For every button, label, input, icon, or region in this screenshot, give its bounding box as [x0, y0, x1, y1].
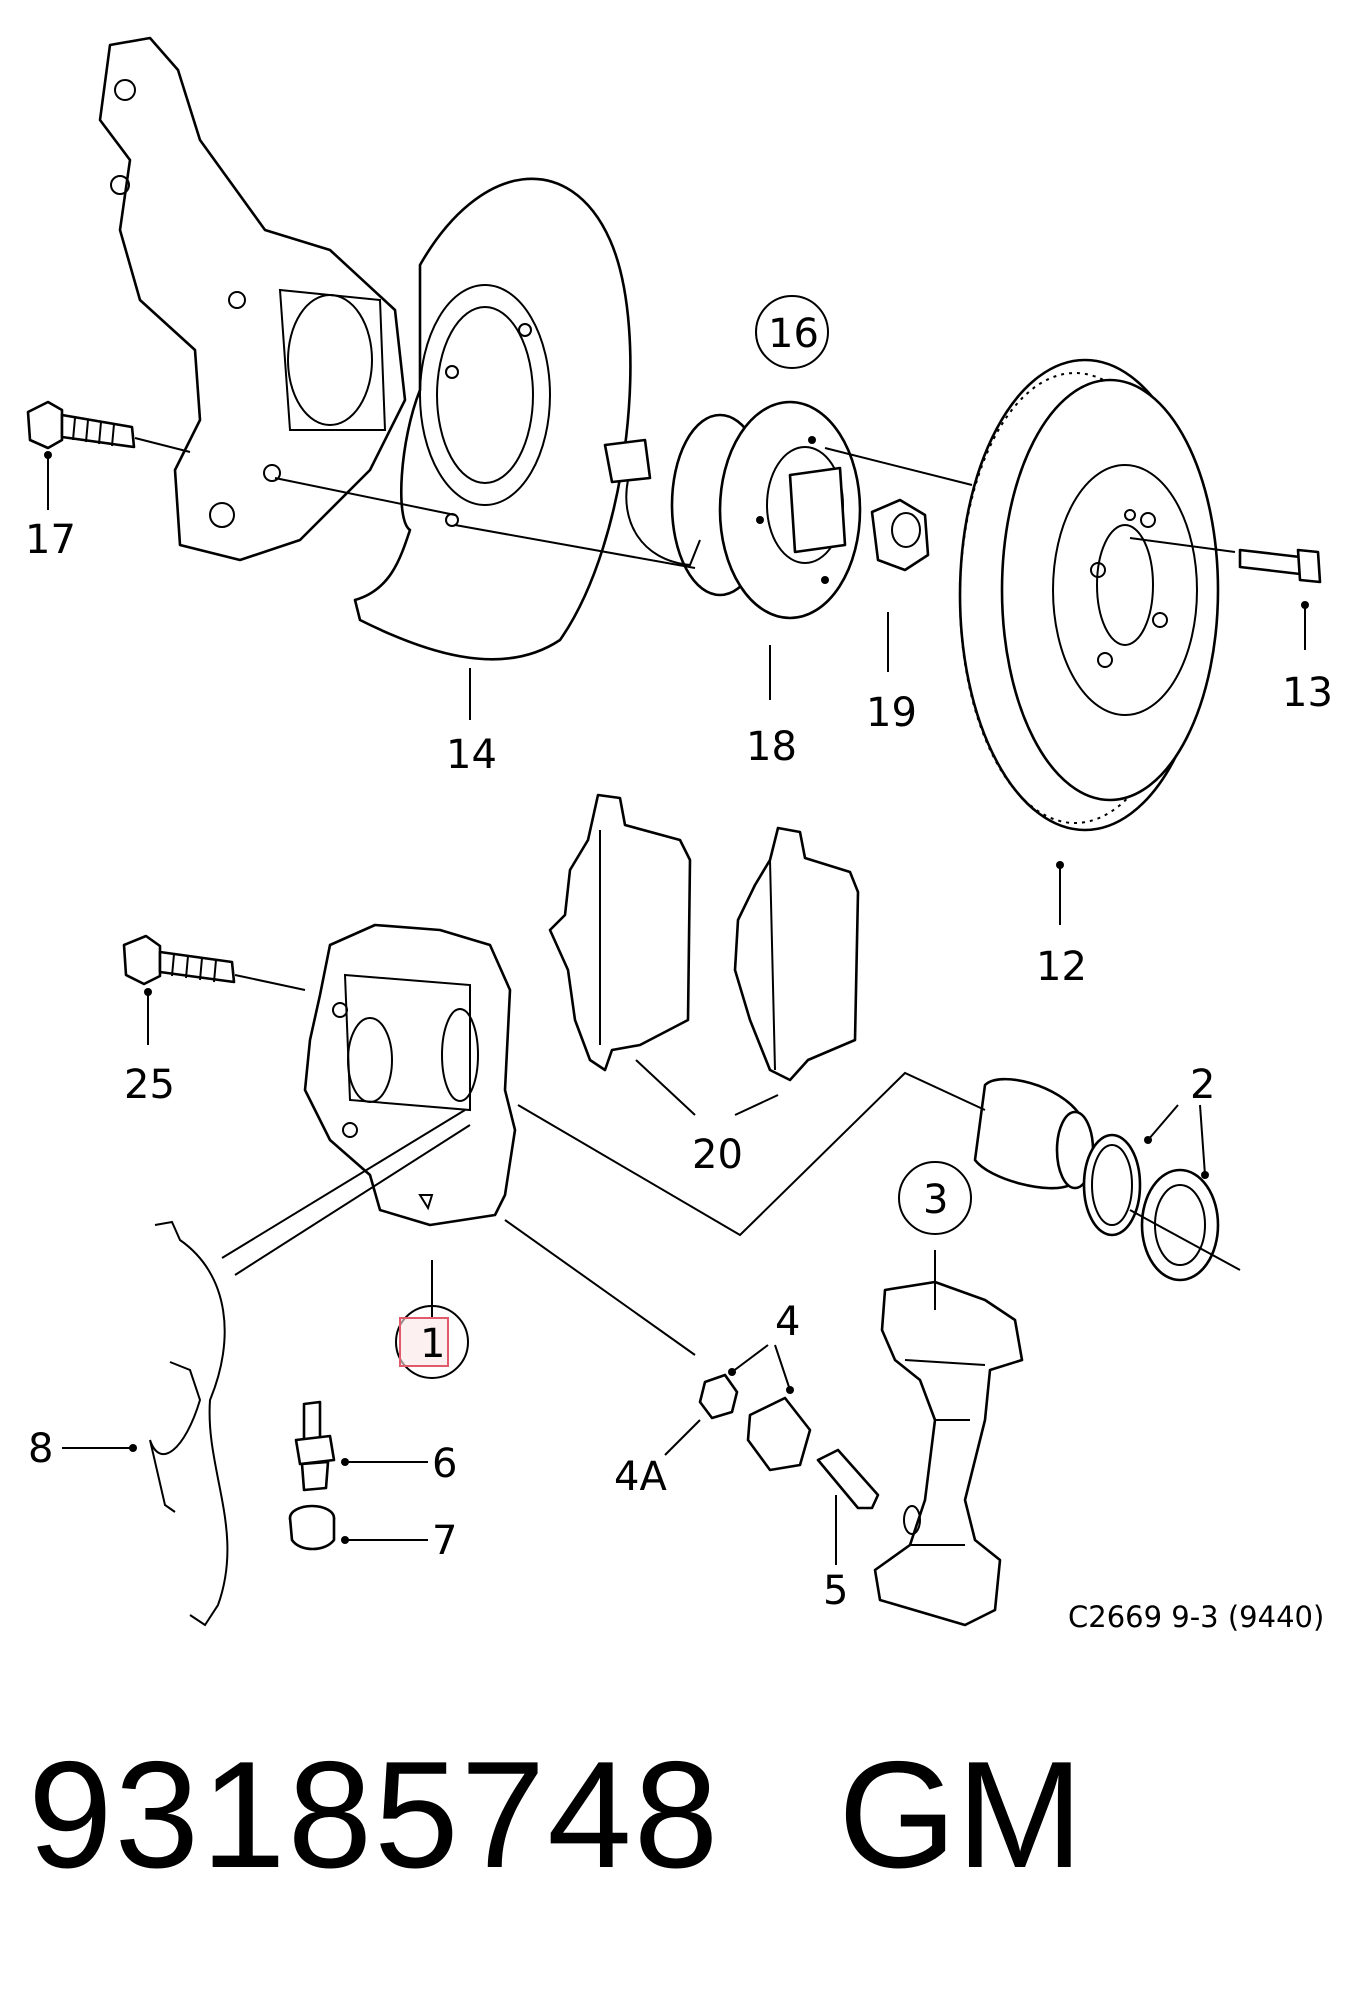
label-7: 7 — [432, 1518, 457, 1564]
label-13: 13 — [1282, 670, 1333, 716]
bolt-13 — [1238, 548, 1322, 584]
dust-shield — [353, 177, 632, 661]
label-20: 20 — [692, 1132, 743, 1178]
label-pointers — [44, 451, 1309, 1565]
label-25: 25 — [124, 1062, 175, 1108]
label-6: 6 — [432, 1441, 457, 1487]
diagram-code: C2669 9-3 (9440) — [1068, 1600, 1324, 1634]
caliper-bracket — [873, 1280, 1024, 1627]
part-number: 93185748 — [28, 1730, 721, 1900]
label-8: 8 — [28, 1426, 53, 1472]
label-3: 3 — [923, 1177, 948, 1223]
label-circle-3 — [898, 1161, 972, 1235]
bleed-cap — [288, 1504, 336, 1551]
label-14: 14 — [446, 732, 497, 778]
label-circle-1 — [395, 1305, 469, 1379]
label-17: 17 — [25, 517, 76, 563]
anti-rattle-spring — [149, 1220, 229, 1627]
brand-name: GM — [838, 1730, 1084, 1900]
label-4: 4 — [775, 1299, 800, 1345]
label-4a: 4A — [614, 1454, 667, 1500]
piston-and-seals — [973, 1077, 1220, 1282]
label-19: 19 — [866, 690, 917, 736]
label-2: 2 — [1190, 1062, 1215, 1108]
steering-knuckle — [98, 36, 407, 562]
brake-disc — [958, 358, 1220, 832]
bleed-screw — [294, 1400, 336, 1492]
label-circle-16 — [755, 295, 829, 369]
bolt-25 — [122, 934, 236, 986]
hub-nut — [870, 498, 930, 572]
brake-pads — [548, 793, 860, 1082]
part-caption: 93185748 GM — [28, 1730, 1328, 1900]
bolt-17 — [26, 400, 136, 450]
wheel-hub — [603, 400, 862, 620]
label-5: 5 — [823, 1568, 848, 1614]
highlight-box-1 — [399, 1317, 449, 1367]
brake-assembly-diagram: 17 14 16 18 19 13 12 25 20 2 3 1 4 4A 8 … — [25, 36, 1333, 1634]
label-16: 16 — [768, 311, 819, 357]
leader-lines — [134, 437, 1241, 1356]
label-12: 12 — [1036, 944, 1087, 990]
label-18: 18 — [746, 724, 797, 770]
guide-pins — [698, 1373, 880, 1510]
label-1: 1 — [420, 1321, 445, 1367]
brake-caliper — [303, 923, 517, 1227]
